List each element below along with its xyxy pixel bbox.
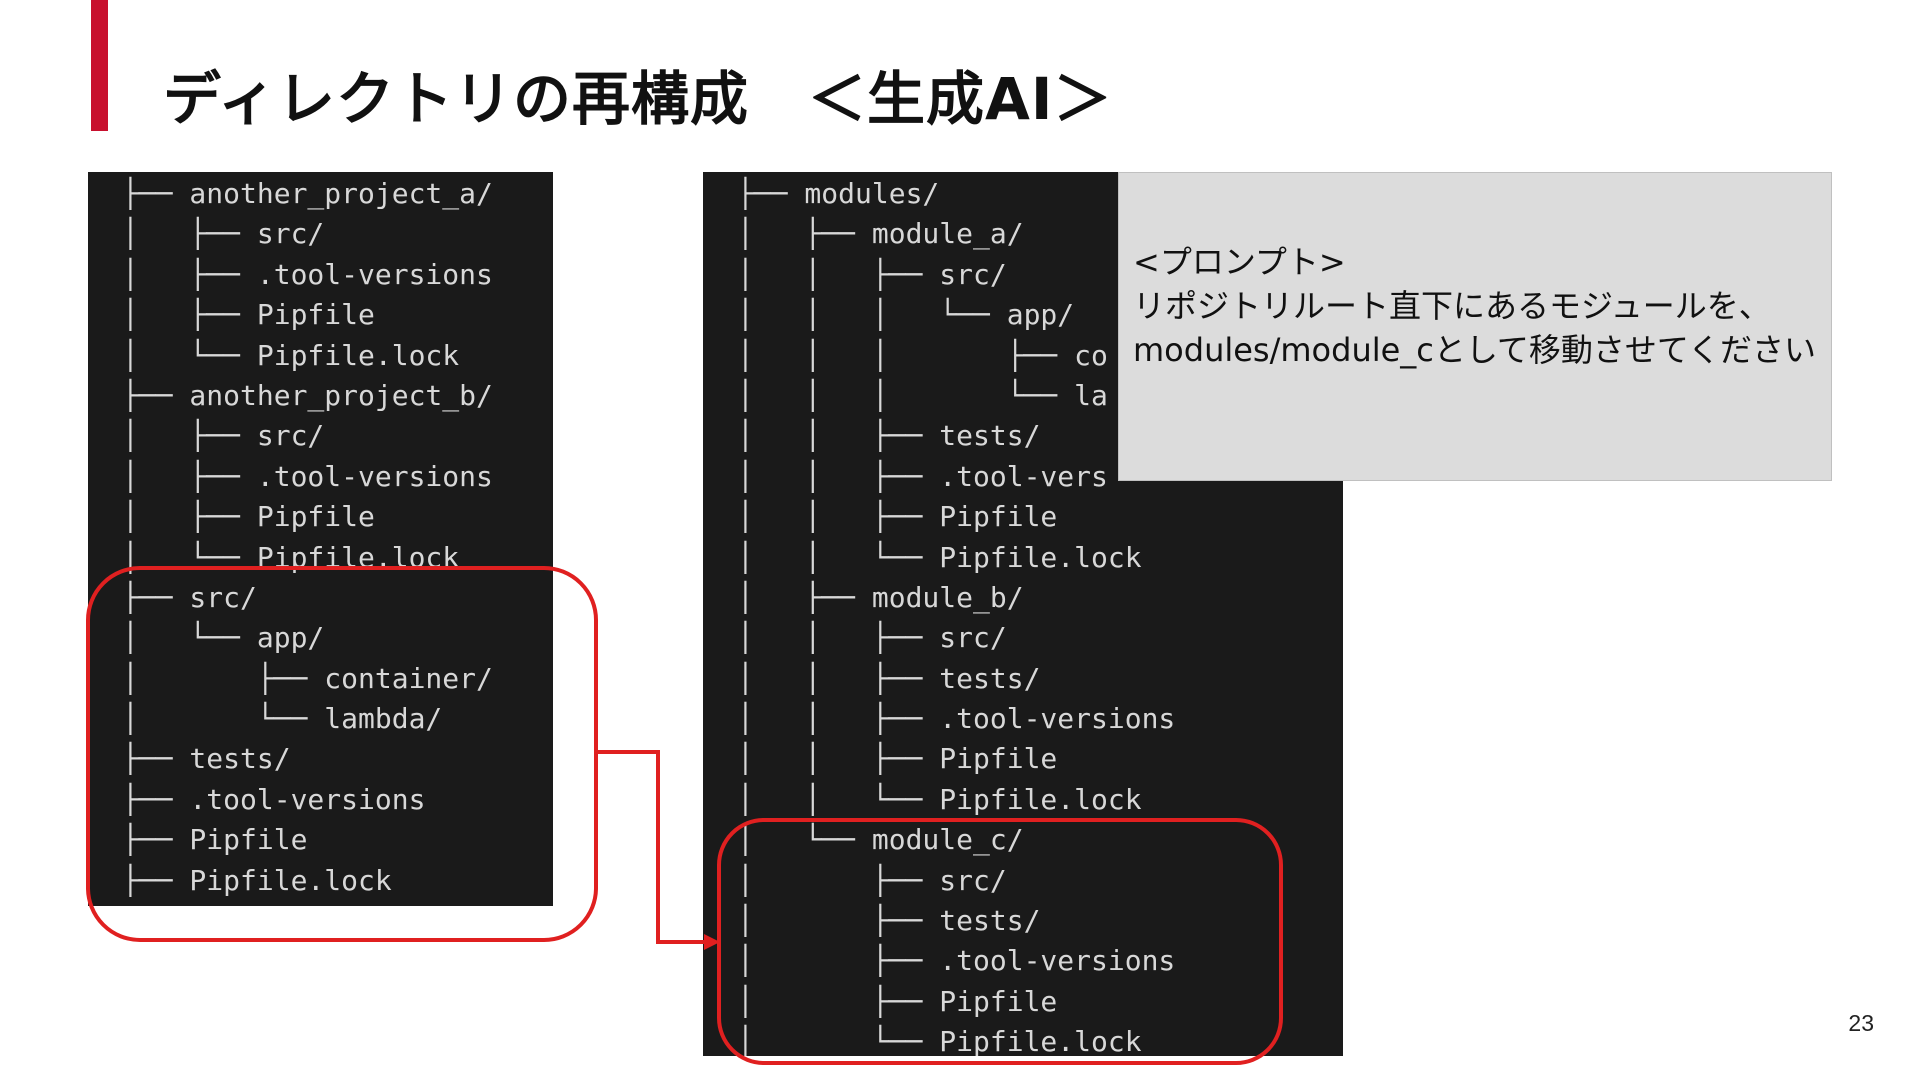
left-highlight-box (86, 566, 598, 942)
tree-line: │ ├── Pipfile (122, 500, 375, 534)
tree-line: ├── Pipfile (122, 823, 308, 857)
tree-line: │ └── app/ (122, 621, 325, 655)
tree-line: │ ├── Pipfile (737, 984, 1058, 1018)
tree-line: │ ├── module_a/ (737, 217, 1024, 251)
tree-line: ├── src/ (122, 580, 257, 614)
slide-title: ディレクトリの再構成 ＜生成AI＞ (163, 65, 1113, 133)
prompt-heading: <プロンプト> (1133, 243, 1346, 281)
tree-line: ├── tests/ (122, 742, 291, 776)
tree-line: │ │ ├── tests/ (737, 419, 1041, 453)
title-accent-bar (91, 0, 108, 131)
tree-line: │ ├── .tool-versions (737, 944, 1176, 978)
tree-line: │ │ ├── src/ (737, 621, 1007, 655)
tree-line: │ └── Pipfile.lock (737, 1025, 1142, 1056)
right-highlight-box (717, 818, 1283, 1065)
tree-line: │ │ ├── Pipfile (737, 500, 1058, 534)
tree-line: │ ├── module_b/ (737, 580, 1024, 614)
right-directory-tree: ├── modules/ │ ├── module_a/ │ │ ├── src/ │… (703, 172, 1343, 1056)
tree-line: │ └── Pipfile.lock (122, 338, 460, 372)
tree-line: │ ├── .tool-versions (122, 257, 493, 291)
tree-line: │ │ ├── Pipfile (737, 742, 1058, 776)
tree-line: │ ├── src/ (122, 217, 325, 251)
prompt-box: <プロンプト> リポジトリルート直下にあるモジュールを、 modules/mod… (1118, 172, 1832, 481)
left-directory-tree: ├── another_project_a/ │ ├── src/ │ ├── .t… (88, 172, 553, 906)
tree-line: │ └── lambda/ (122, 702, 443, 736)
tree-line: │ ├── Pipfile (122, 298, 375, 332)
tree-line: │ ├── src/ (737, 863, 1007, 897)
tree-line: │ ├── .tool-versions (122, 459, 493, 493)
tree-line: ├── another_project_b/ (122, 378, 493, 412)
tree-line: │ └── module_c/ (737, 823, 1024, 857)
tree-line: │ │ ├── tests/ (737, 661, 1041, 695)
tree-line: │ │ ├── src/ (737, 257, 1007, 291)
tree-line: │ ├── container/ (122, 661, 493, 695)
tree-line: │ │ └── Pipfile.lock (737, 782, 1142, 816)
tree-line: │ │ │ └── app/ (737, 298, 1075, 332)
tree-line: │ │ │ ├── co (737, 338, 1108, 372)
prompt-text-line-1: リポジトリルート直下にあるモジュールを、 (1133, 287, 1771, 325)
move-arrow-line (596, 750, 708, 944)
prompt-text-line-2: modules/module_cとして移動させてください (1133, 331, 1816, 369)
tree-line: │ │ ├── .tool-versions (737, 702, 1176, 736)
tree-line: ├── modules/ (737, 177, 940, 210)
page-number: 23 (1848, 1010, 1874, 1036)
tree-line: ├── .tool-versions (122, 782, 426, 816)
move-arrow-head (704, 934, 720, 950)
tree-line: │ │ └── Pipfile.lock (737, 540, 1142, 574)
tree-line: ├── Pipfile.lock (122, 863, 392, 897)
tree-line: │ │ ├── .tool-vers (737, 459, 1108, 493)
tree-line: │ │ │ └── la (737, 378, 1108, 412)
tree-line: │ ├── tests/ (737, 904, 1041, 938)
tree-line: │ ├── src/ (122, 419, 325, 453)
tree-line: ├── another_project_a/ (122, 177, 493, 210)
